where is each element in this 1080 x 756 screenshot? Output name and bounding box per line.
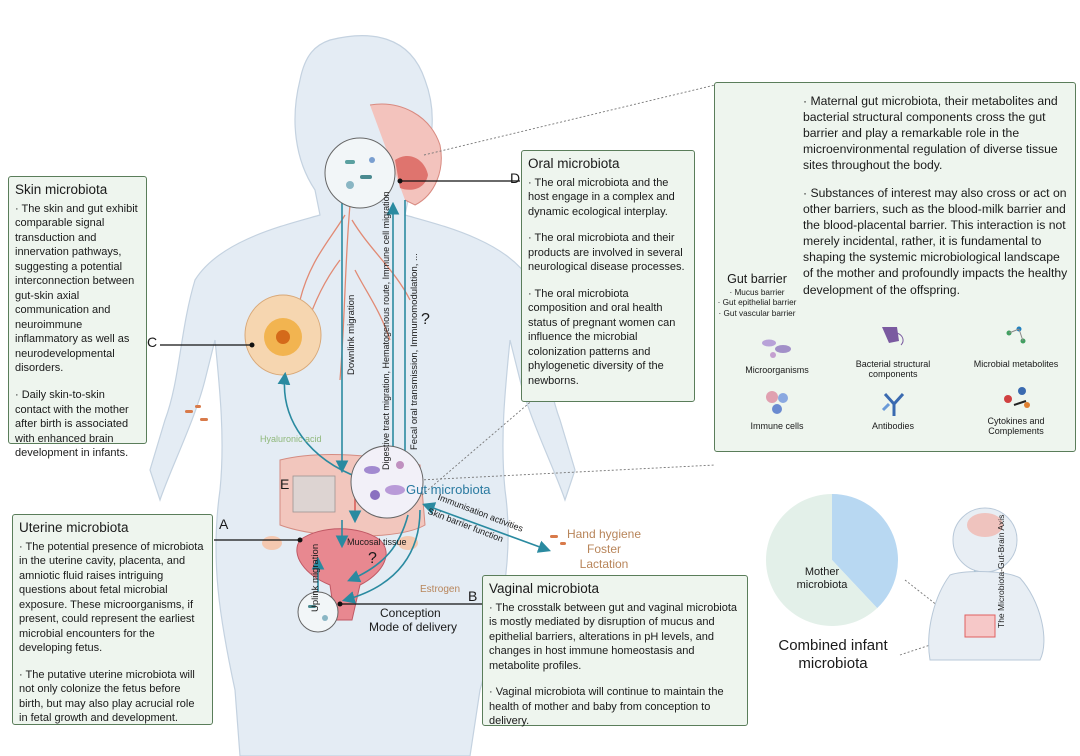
oral-microbiota-box: Oral microbiota · The oral microbiota an…	[521, 150, 695, 402]
uplink-migration-label: Uplink migration	[310, 543, 321, 612]
estrogen-label: Estrogen	[420, 584, 461, 595]
gut-panel-paragraph-2: · Substances of interest may also cross …	[803, 186, 1068, 297]
antibodies-label: Antibodies	[871, 421, 915, 431]
gut-barrier-title: Gut barrier	[727, 272, 787, 286]
barrier-item: · Gut vascular barrier	[718, 308, 796, 318]
pie-slice-mother	[766, 494, 878, 626]
uterine-microbiota-box: Uterine microbiota · The potential prese…	[12, 514, 213, 725]
gut-panel-paragraph-1: · Maternal gut microbiota, their metabol…	[803, 94, 1058, 173]
hand-hygiene-label: Hand hygiene	[566, 527, 642, 541]
body-silhouette	[149, 35, 576, 756]
mode-of-delivery-label: Mode of delivery	[369, 620, 458, 634]
uterine-paragraph-1: · The potential presence of microbiota i…	[19, 540, 204, 655]
hyaluronic-acid-label: Hyaluronic acid	[260, 434, 322, 444]
infant-microbiota-pie	[766, 494, 898, 626]
letter-c: C	[147, 334, 158, 350]
uterine-title: Uterine microbiota	[19, 520, 129, 535]
vaginal-paragraph-2: · Vaginal microbiota will continue to ma…	[489, 686, 724, 728]
skin-microbiota-box: Skin microbiota · The skin and gut exhib…	[8, 176, 147, 459]
uterine-paragraph-2: · The putative uterine microbiota will n…	[19, 668, 195, 725]
skin-paragraph-1: · The skin and gut exhibit comparable si…	[15, 202, 138, 375]
foster-label: Foster	[586, 542, 621, 556]
brain-axis-label: The Microbiota-Gut-Brain Axis	[996, 514, 1006, 628]
uterine-microbes-circle-icon	[297, 591, 339, 633]
microorganisms-icon	[759, 333, 795, 366]
metabolites-icon	[1001, 323, 1031, 358]
hand-bacteria-icon	[550, 535, 566, 545]
bacterial-components-label: Bacterial structural components	[855, 359, 931, 380]
letter-a: A	[219, 516, 229, 532]
question-mark-oral: ?	[421, 311, 430, 328]
mucosal-tissue-label: Mucosal tissue	[347, 537, 407, 547]
gut-microbiota-label: Gut microbiota	[406, 482, 491, 497]
gut-microbes-circle-icon	[350, 445, 424, 519]
breast-anatomy-icon	[244, 294, 322, 376]
bacterial-components-icon	[877, 323, 907, 354]
barrier-item: · Gut epithelial barrier	[717, 298, 797, 308]
vaginal-microbiota-box: Vaginal microbiota · The crosstalk betwe…	[482, 575, 748, 728]
downlink-migration-label: Downlink migration	[346, 294, 357, 375]
oral-paragraph-3: · The oral microbiota composition and or…	[528, 287, 676, 387]
oral-title: Oral microbiota	[528, 156, 620, 171]
vaginal-title: Vaginal microbiota	[489, 581, 600, 596]
question-mark-uterus: ?	[368, 550, 377, 567]
oral-paragraph-1: · The oral microbiota and the host engag…	[528, 176, 675, 218]
barrier-item: · Mucus barrier	[729, 288, 785, 297]
conception-label: Conception	[380, 606, 441, 620]
microorganisms-label: Microorganisms	[745, 365, 809, 375]
metabolites-label: Microbial metabolites	[973, 359, 1059, 369]
mother-microbiota-label: Mother microbiota	[796, 566, 848, 592]
cytokines-label: Cytokines and Complements	[987, 416, 1045, 437]
digestive-route-label: Digestive tract migration, Hematogenous …	[381, 191, 391, 470]
skin-paragraph-2: · Daily skin-to-skin contact with the mo…	[15, 389, 129, 460]
infant-illustration-icon	[928, 507, 1045, 661]
gut-barrier-list: · Mucus barrier · Gut epithelial barrier…	[707, 288, 807, 319]
antibodies-icon	[879, 388, 909, 423]
gut-zoom-box	[292, 475, 336, 513]
oral-paragraph-2: · The oral microbiota and their products…	[528, 232, 685, 274]
lactation-label: Lactation	[579, 557, 629, 571]
skin-bacteria-icon	[185, 405, 208, 421]
letter-d: D	[510, 170, 521, 186]
letter-b: B	[468, 588, 478, 604]
pie-slice-infant	[832, 494, 898, 609]
immune-cells-icon	[763, 388, 791, 421]
cytokines-icon	[1000, 383, 1034, 418]
letter-e: E	[280, 476, 290, 492]
skin-title: Skin microbiota	[15, 182, 108, 197]
vaginal-paragraph-1: · The crosstalk between gut and vaginal …	[489, 601, 738, 672]
immune-cells-label: Immune cells	[750, 421, 804, 431]
oral-microbes-circle-icon	[324, 137, 396, 209]
fecal-route-label: Fecal oral transmission, Immunomodulatio…	[409, 253, 420, 450]
combined-infant-label: Combined infant microbiota	[778, 637, 888, 672]
gut-barrier-panel: · Maternal gut microbiota, their metabol…	[714, 82, 1076, 452]
